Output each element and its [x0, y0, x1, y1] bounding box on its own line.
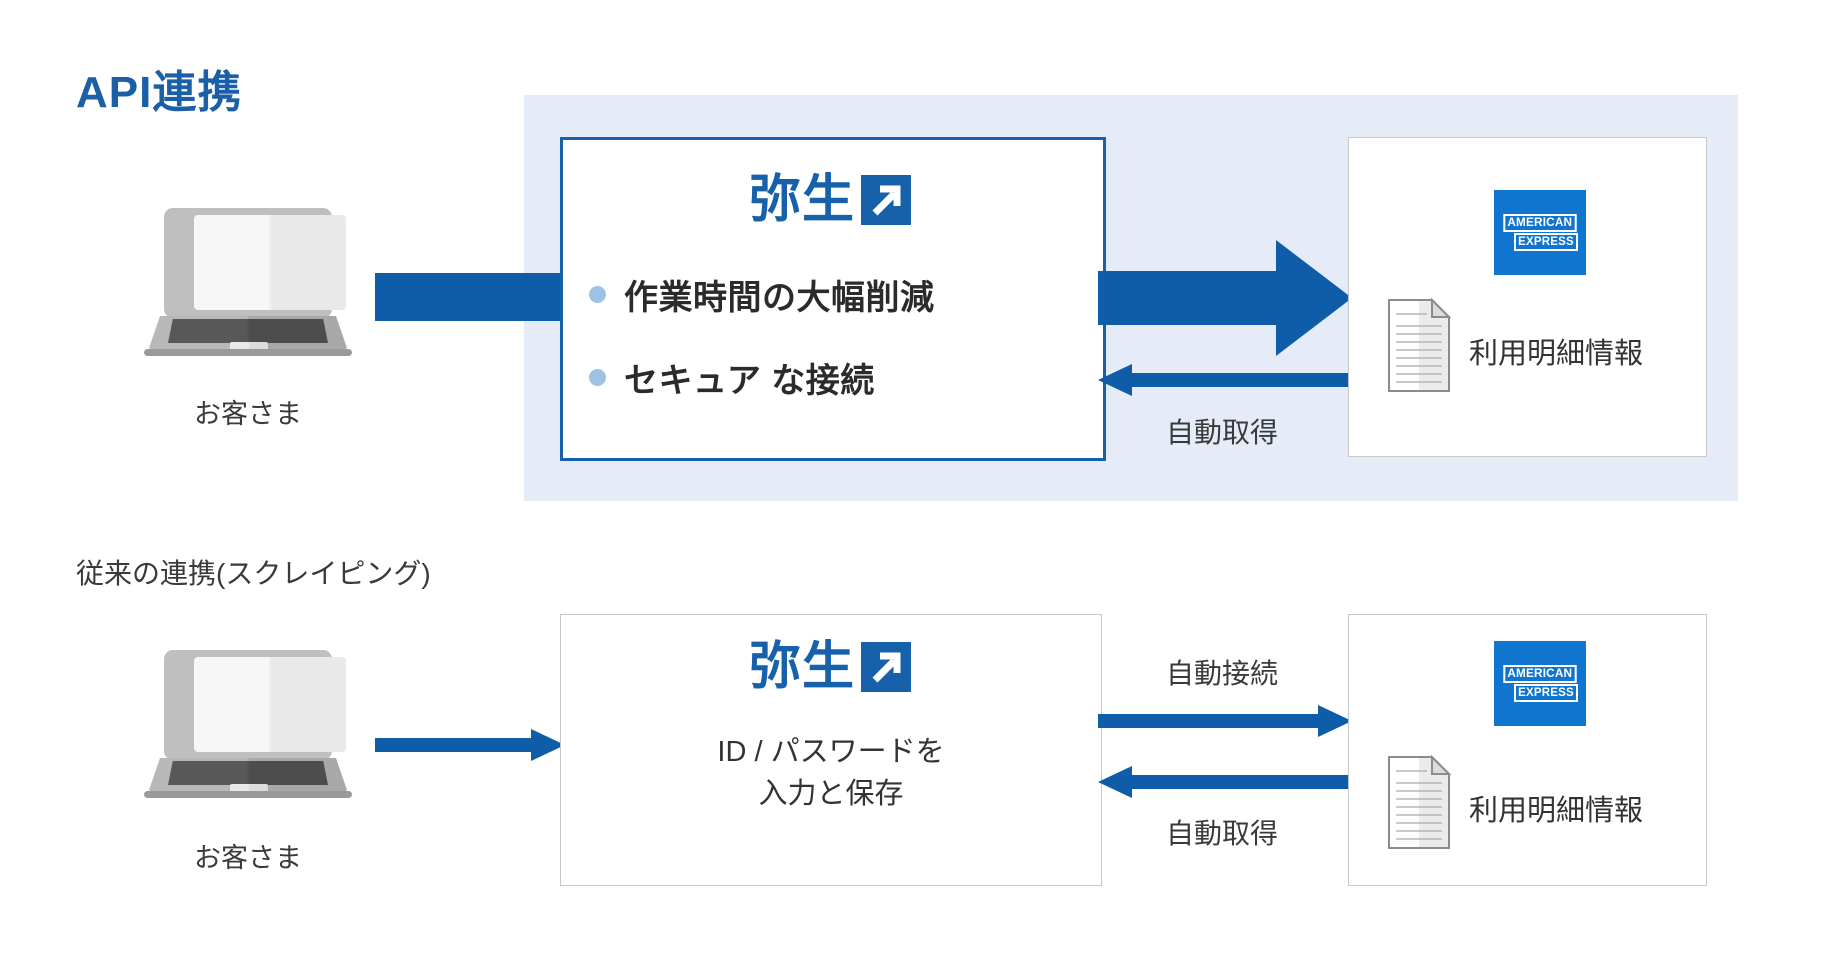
- customer-laptop-legacy: [142, 650, 354, 800]
- laptop-screen: [194, 657, 346, 752]
- document-icon-legacy: [1387, 754, 1455, 850]
- laptop-screen: [194, 215, 346, 310]
- arrow-label-auto-connect-legacy: 自動接続: [1166, 658, 1279, 689]
- legacy-section-title: 従来の連携(スクレイピング): [76, 558, 431, 589]
- vendor-legacy-box: AMERICAN EXPRESS: [1348, 614, 1707, 886]
- arrow-vendor-to-yayoi-api: [1098, 364, 1352, 396]
- diagonal-arrow-icon: [861, 175, 911, 225]
- yayoi-brand-api: 弥生: [748, 171, 855, 229]
- yayoi-legacy-caption-line1: ID / パスワードを: [717, 736, 945, 768]
- arrow-customer-to-yayoi-legacy: [375, 729, 565, 761]
- document-icon-api: [1387, 297, 1455, 393]
- amex-logo-legacy: AMERICAN EXPRESS: [1494, 641, 1586, 726]
- laptop-trackpad: [230, 342, 268, 352]
- yayoi-api-box: 弥生 作業時間の大幅削減 セキュア な接続: [560, 137, 1106, 461]
- amex-logo-line1: AMERICAN: [1505, 215, 1575, 230]
- laptop-foot: [144, 349, 352, 356]
- laptop-trackpad: [230, 784, 268, 794]
- arrow-customer-to-yayoi-api: [375, 273, 565, 321]
- yayoi-legacy-box: 弥生 ID / パスワードを 入力と保存: [560, 614, 1102, 886]
- diagonal-arrow-icon: [861, 642, 911, 692]
- amex-logo-api: AMERICAN EXPRESS: [1494, 190, 1586, 275]
- customer-laptop-api: [142, 208, 354, 358]
- arrow-yayoi-to-vendor-api: [1098, 240, 1352, 356]
- bullet-label: 作業時間の大幅削減: [624, 279, 935, 317]
- arrow-vendor-to-yayoi-legacy: [1098, 766, 1352, 798]
- list-item: セキュア な接続: [589, 353, 935, 402]
- bullet-dot-icon: [589, 286, 606, 303]
- amex-logo-line2: EXPRESS: [1516, 235, 1576, 250]
- api-section-title: API連携: [76, 68, 243, 117]
- arrow-label-auto-fetch-api: 自動取得: [1166, 417, 1279, 448]
- laptop-keyboard: [168, 319, 328, 343]
- bullet-label: セキュア な接続: [624, 362, 875, 400]
- amex-logo-line2: EXPRESS: [1516, 686, 1576, 701]
- vendor-api-box: AMERICAN EXPRESS: [1348, 137, 1707, 457]
- laptop-lid: [164, 208, 346, 318]
- bullet-dot-icon: [589, 369, 606, 386]
- yayoi-brand-legacy: 弥生: [748, 638, 855, 696]
- laptop-foot: [144, 791, 352, 798]
- laptop-keyboard: [168, 761, 328, 785]
- list-item: 作業時間の大幅削減: [589, 270, 935, 319]
- customer-label-api: お客さま: [194, 399, 302, 429]
- laptop-lid: [164, 650, 346, 760]
- vendor-doc-label-api: 利用明細情報: [1469, 338, 1644, 370]
- arrow-yayoi-to-vendor-legacy: [1098, 705, 1352, 737]
- arrow-label-auto-fetch-legacy: 自動取得: [1166, 818, 1279, 849]
- amex-logo-line1: AMERICAN: [1505, 666, 1575, 681]
- vendor-doc-label-legacy: 利用明細情報: [1469, 795, 1644, 827]
- yayoi-legacy-caption-line2: 入力と保存: [758, 778, 904, 811]
- customer-label-legacy: お客さま: [194, 843, 302, 873]
